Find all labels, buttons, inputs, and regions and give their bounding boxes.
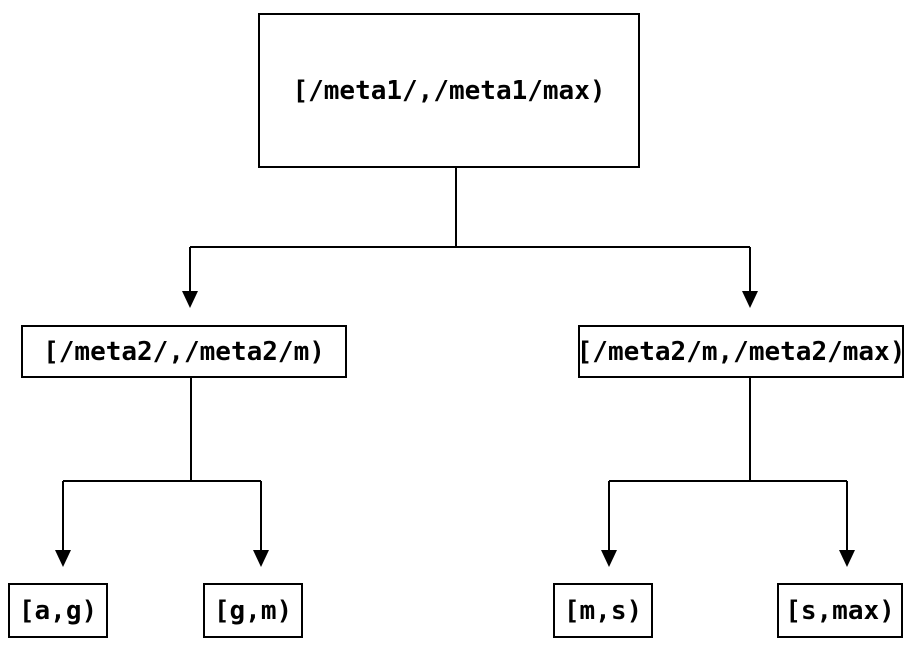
tree-leaf-ms: [m,s)	[553, 583, 653, 638]
tree-leaf-gm-label: [g,m)	[213, 595, 293, 626]
arrowhead-down-icon	[55, 550, 71, 567]
arrowhead-down-icon	[742, 291, 758, 308]
arrowhead-down-icon	[182, 291, 198, 308]
tree-node-left-child: [/meta2/,/meta2/m)	[21, 325, 347, 378]
tree-leaf-smax-label: [s,max)	[785, 595, 895, 626]
arrowhead-down-icon	[253, 550, 269, 567]
arrowhead-down-icon	[839, 550, 855, 567]
tree-leaf-gm: [g,m)	[203, 583, 303, 638]
edge-left-to-leaves	[55, 378, 269, 567]
tree-node-left-child-label: [/meta2/,/meta2/m)	[43, 336, 325, 367]
tree-leaf-ms-label: [m,s)	[563, 595, 643, 626]
tree-leaf-smax: [s,max)	[777, 583, 903, 638]
tree-node-root: [/meta1/,/meta1/max)	[258, 13, 640, 168]
edge-right-to-leaves	[601, 378, 855, 567]
tree-node-right-child-label: [/meta2/m,/meta2/max)	[576, 336, 906, 367]
edge-root-to-children	[182, 168, 758, 308]
arrowhead-down-icon	[601, 550, 617, 567]
tree-leaf-ag-label: [a,g)	[18, 595, 98, 626]
tree-leaf-ag: [a,g)	[8, 583, 108, 638]
tree-node-root-label: [/meta1/,/meta1/max)	[292, 75, 606, 106]
tree-node-right-child: [/meta2/m,/meta2/max)	[576, 325, 906, 378]
